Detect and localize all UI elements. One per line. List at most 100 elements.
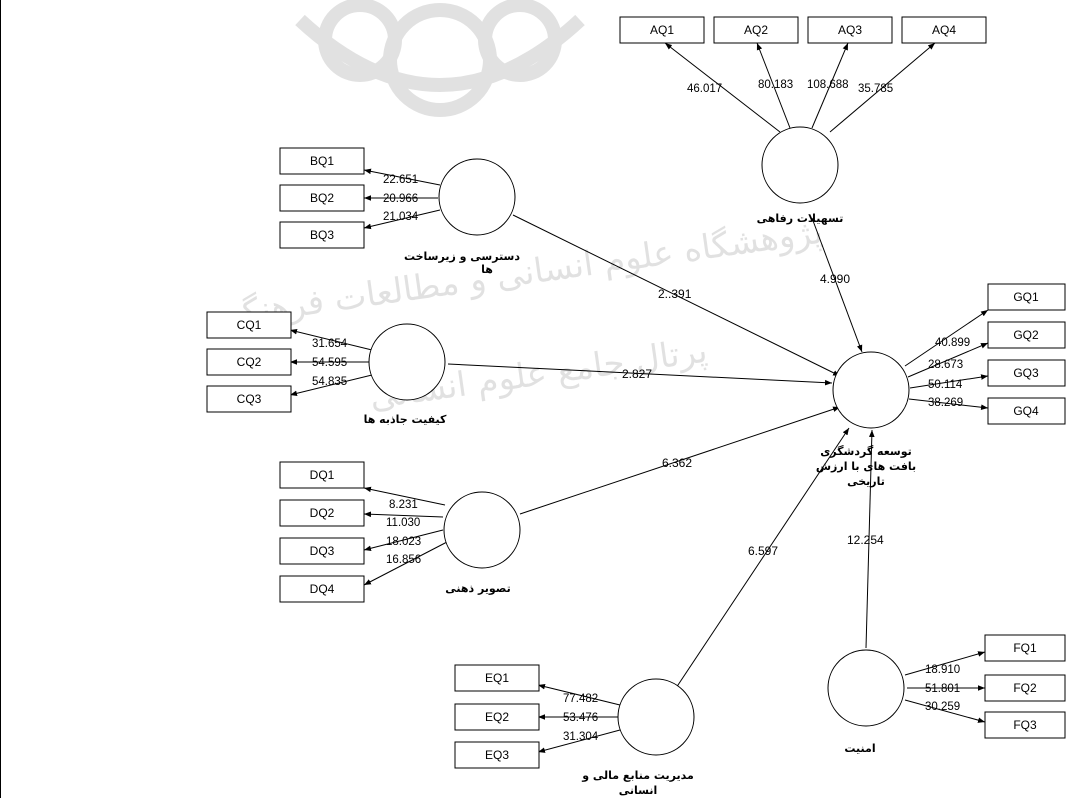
svg-text:CQ3: CQ3 xyxy=(237,392,262,406)
bq-loadings: 22.651 20.966 21.034 xyxy=(363,168,441,230)
indicator-fq2: FQ2 xyxy=(984,674,1066,702)
lv-amenities-label: تسهیلات رفاهی xyxy=(757,212,844,225)
indicator-gq3: GQ3 xyxy=(987,359,1066,387)
svg-text:CQ2: CQ2 xyxy=(237,355,262,369)
path-value-access: 2..391 xyxy=(658,287,692,301)
svg-text:BQ2: BQ2 xyxy=(310,191,334,205)
svg-text:FQ1: FQ1 xyxy=(1013,641,1037,655)
svg-text:DQ4: DQ4 xyxy=(310,582,335,596)
loading-dq4: 16.856 xyxy=(386,554,421,566)
path-image-development xyxy=(519,406,841,515)
loading-gq4: 38.269 xyxy=(928,397,963,409)
dq-loadings: 8.231 11.030 18.023 16.856 xyxy=(363,486,448,586)
lv-development-circle xyxy=(832,351,910,429)
indicator-cq1: CQ1 xyxy=(206,311,292,339)
loading-eq2: 53.476 xyxy=(563,712,598,724)
indicator-dq4: DQ4 xyxy=(279,575,365,603)
indicator-gq2: GQ2 xyxy=(987,321,1066,349)
svg-text:GQ3: GQ3 xyxy=(1013,366,1039,380)
svg-text:DQ2: DQ2 xyxy=(310,506,335,520)
path-value-security: 12.254 xyxy=(847,533,884,547)
loading-dq1: 8.231 xyxy=(389,499,418,511)
path-security-development xyxy=(865,429,875,649)
loading-fq2: 51.801 xyxy=(925,683,960,695)
indicator-gq4: GQ4 xyxy=(987,397,1066,425)
indicator-eq1: EQ1 xyxy=(454,664,540,692)
indicator-aq4: AQ4 xyxy=(901,16,987,44)
watermark-emblem xyxy=(295,0,585,117)
path-values: 4.990 2..391 2.827 6.362 6.597 12.254 xyxy=(622,272,884,558)
loading-dq2: 11.030 xyxy=(386,517,420,529)
loading-aq3: 108.688 xyxy=(807,79,849,91)
svg-text:AQ1: AQ1 xyxy=(650,23,674,37)
loading-fq1: 18.910 xyxy=(925,664,960,676)
indicator-dq3: DQ3 xyxy=(279,537,365,565)
svg-text:EQ2: EQ2 xyxy=(485,710,509,724)
lv-development-label-1: توسعه گردشگری xyxy=(820,445,912,458)
svg-text:FQ2: FQ2 xyxy=(1013,681,1037,695)
loading-aq2: 80.183 xyxy=(758,79,793,91)
svg-text:DQ3: DQ3 xyxy=(310,544,335,558)
indicator-aq2: AQ2 xyxy=(713,16,799,44)
loading-cq3: 54.835 xyxy=(312,376,347,388)
loading-bq1: 22.651 xyxy=(383,174,418,186)
indicator-dq1: DQ1 xyxy=(279,461,365,489)
svg-text:GQ1: GQ1 xyxy=(1013,290,1039,304)
indicator-gq1: GQ1 xyxy=(987,283,1066,311)
gq-loadings: 40.899 28.673 50.114 38.269 xyxy=(904,309,989,410)
path-amenities-development xyxy=(811,217,863,353)
loading-aq1: 46.017 xyxy=(687,83,722,95)
indicator-eq2: EQ2 xyxy=(454,703,540,731)
indicator-aq1: AQ1 xyxy=(619,16,705,44)
loading-cq2: 54.595 xyxy=(312,357,347,369)
lv-management-label-2: انسانی xyxy=(619,784,657,797)
svg-text:AQ2: AQ2 xyxy=(744,23,768,37)
svg-text:BQ1: BQ1 xyxy=(310,154,334,168)
latent-labels: تسهیلات رفاهی دسترسی و زیرساخت ها کیفیت … xyxy=(364,212,917,797)
loading-aq4: 35.785 xyxy=(858,83,893,95)
loading-gq2: 28.673 xyxy=(928,359,963,371)
indicator-aq3: AQ3 xyxy=(807,16,893,44)
fq-loadings: 18.910 51.801 30.259 xyxy=(904,651,986,723)
indicator-bq1: BQ1 xyxy=(279,147,365,175)
path-value-image: 6.362 xyxy=(662,456,692,470)
loading-gq1: 40.899 xyxy=(935,337,970,349)
path-management-development xyxy=(675,427,850,689)
indicator-bq2: BQ2 xyxy=(279,184,365,212)
path-attractions-development xyxy=(447,363,833,386)
loading-eq3: 31.304 xyxy=(563,731,599,743)
lv-development-label-2: بافت های با ارزش xyxy=(816,460,916,473)
loading-dq3: 18.023 xyxy=(386,536,421,548)
loading-bq2: 20.966 xyxy=(383,193,418,205)
lv-image-label: تصویر ذهنی xyxy=(445,582,511,595)
path-value-attractions: 2.827 xyxy=(622,367,652,381)
indicator-fq1: FQ1 xyxy=(984,634,1066,662)
indicator-fq3: FQ3 xyxy=(984,711,1066,739)
lv-security-label: امنیت xyxy=(844,742,875,755)
svg-text:AQ3: AQ3 xyxy=(838,23,862,37)
lv-development-label-3: تاریخی xyxy=(847,475,885,488)
eq-loadings: 77.482 53.476 31.304 xyxy=(537,683,621,753)
svg-text:DQ1: DQ1 xyxy=(310,468,335,482)
path-value-management: 6.597 xyxy=(748,544,778,558)
svg-text:EQ3: EQ3 xyxy=(485,748,509,762)
indicator-cq2: CQ2 xyxy=(206,348,292,376)
lv-management-circle xyxy=(617,678,695,756)
lv-access-label-2: ها xyxy=(481,263,493,276)
svg-text:AQ4: AQ4 xyxy=(932,23,956,37)
svg-text:FQ3: FQ3 xyxy=(1013,718,1037,732)
lv-security-circle xyxy=(827,649,905,727)
lv-attractions-label: کیفیت جاذبه ها xyxy=(364,413,447,426)
cq-loadings: 31.654 54.595 54.835 xyxy=(289,328,373,397)
indicator-bq3: BQ3 xyxy=(279,221,365,249)
lv-access-circle xyxy=(438,158,516,236)
svg-text:GQ4: GQ4 xyxy=(1013,404,1039,418)
latent-variables xyxy=(368,126,910,756)
path-value-amenities: 4.990 xyxy=(820,272,850,286)
path-access-development xyxy=(512,214,841,377)
loading-gq3: 50.114 xyxy=(928,379,963,391)
svg-text:EQ1: EQ1 xyxy=(485,671,509,685)
lv-amenities-circle xyxy=(761,126,839,204)
